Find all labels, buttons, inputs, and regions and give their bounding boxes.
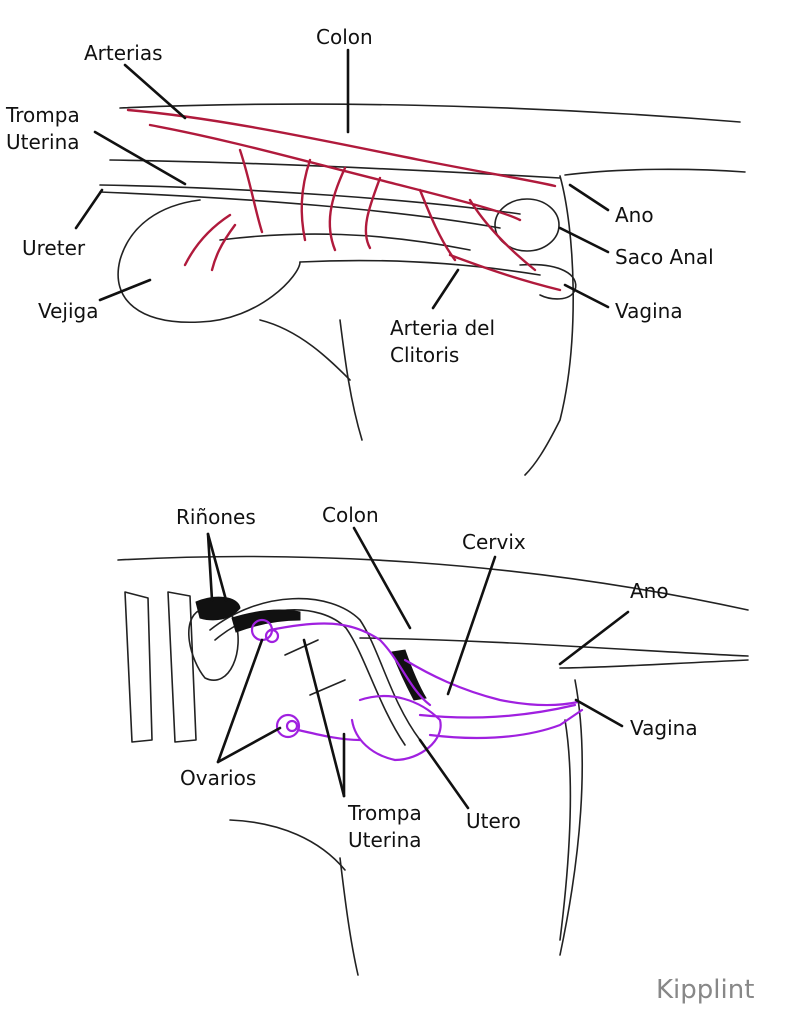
anal-sac-shape <box>494 198 560 252</box>
artery-branch <box>468 198 537 272</box>
label-colon-top: Colon <box>316 25 373 49</box>
label-ureter: Ureter <box>22 236 86 260</box>
label-utero: Utero <box>466 809 521 833</box>
label-trompa-top-line2: Uterina <box>6 130 80 154</box>
artery-branch <box>364 176 382 250</box>
artery-main <box>126 108 557 188</box>
artist-credit: Kipplint <box>656 975 754 1005</box>
spine-vertebra <box>167 591 197 743</box>
label-colon-bottom: Colon <box>322 503 379 527</box>
bottom-diagram: Riñones Colon Cervix Ano Vagina Ovarios … <box>117 503 749 976</box>
top-diagram: Colon Arterias Trompa Uterina Ureter Vej… <box>5 25 746 476</box>
label-ovarios: Ovarios <box>180 766 256 790</box>
label-vagina-top: Vagina <box>615 299 683 323</box>
label-vagina-bottom: Vagina <box>630 716 698 740</box>
bottom-leader-lines <box>206 526 630 810</box>
artery-branch <box>210 223 237 272</box>
cervix-shape <box>403 658 580 707</box>
label-cervix: Cervix <box>462 530 526 554</box>
artery-branch <box>328 166 347 252</box>
artery-branch <box>418 188 457 262</box>
label-trompa-top-line1: Trompa <box>5 103 80 127</box>
top-labels: Colon Arterias Trompa Uterina Ureter Vej… <box>5 25 714 367</box>
vagina-shape <box>428 708 584 740</box>
label-rinones: Riñones <box>176 505 256 529</box>
kidney-dark <box>195 596 241 621</box>
label-arterias: Arterias <box>84 41 163 65</box>
artery-branch <box>238 148 264 234</box>
artery-branch <box>183 213 232 267</box>
label-vejiga: Vejiga <box>38 299 99 323</box>
label-saco-anal: Saco Anal <box>615 245 714 269</box>
top-leader-lines <box>74 48 610 310</box>
top-body-outline <box>99 103 746 476</box>
uterine-horn-upper <box>268 622 432 707</box>
colon-dark <box>391 649 427 701</box>
label-ano-top: Ano <box>615 203 654 227</box>
label-ano-bottom: Ano <box>630 579 669 603</box>
uterus-body <box>350 695 442 762</box>
artery-clitoris <box>448 253 562 292</box>
artery-branch <box>148 123 522 222</box>
spine-vertebra <box>124 591 153 743</box>
kidney-shapes <box>195 596 427 701</box>
artery-branch <box>300 158 312 242</box>
bottom-labels: Riñones Colon Cervix Ano Vagina Ovarios … <box>176 503 698 852</box>
label-trompa-bottom-line2: Uterina <box>348 828 422 852</box>
ovary-lower-inner <box>285 719 299 733</box>
ovary-lower <box>275 713 301 739</box>
label-arteria-clitoris-line2: Clitoris <box>390 343 459 367</box>
colon-loop <box>214 608 406 746</box>
label-arteria-clitoris-line1: Arteria del <box>390 316 495 340</box>
vagina-inner <box>418 703 577 719</box>
label-trompa-bottom-line1: Trompa <box>347 801 422 825</box>
top-arteries <box>126 108 562 292</box>
